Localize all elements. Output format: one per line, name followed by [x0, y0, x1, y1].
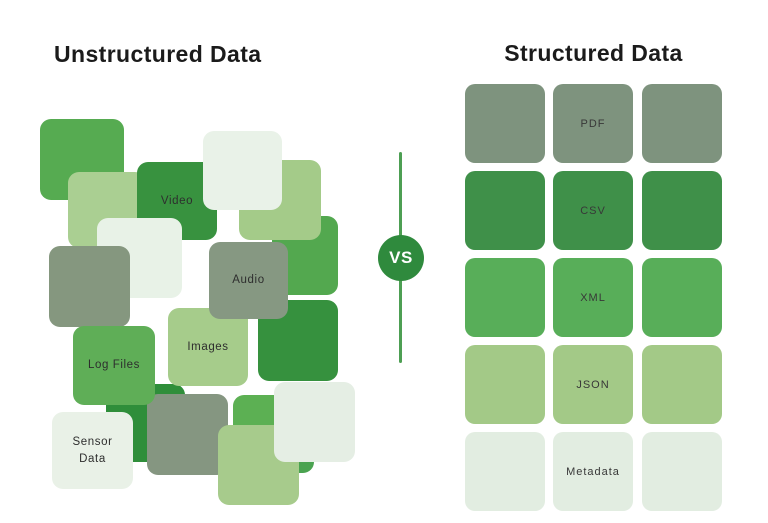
unstructured-square-audio: Audio	[209, 242, 288, 319]
structured-label-json: JSON	[576, 378, 610, 391]
structured-cell-pdf-right	[642, 84, 722, 163]
unstructured-square-sensor-data: Sensor Data	[52, 412, 133, 489]
structured-cell-xml-left	[465, 258, 545, 337]
structured-label-pdf: PDF	[580, 117, 606, 130]
unstructured-square-gray-left	[49, 246, 130, 327]
structured-cell-pdf-center: PDF	[553, 84, 633, 163]
vs-label: VS	[389, 248, 413, 267]
unstructured-square-palegreen-top	[203, 131, 282, 210]
structured-cell-metadata-right	[642, 432, 722, 511]
structured-cell-json-left	[465, 345, 545, 424]
structured-cell-xml-right	[642, 258, 722, 337]
unstructured-label-log-files: Log Files	[87, 359, 141, 372]
unstructured-square-images: Images	[168, 308, 248, 386]
structured-cell-json-right	[642, 345, 722, 424]
structured-cell-json-center: JSON	[553, 345, 633, 424]
structured-cell-csv-left	[465, 171, 545, 250]
unstructured-square-palegreen-bottom	[274, 382, 355, 462]
unstructured-label-sensor-data: Sensor Data	[72, 435, 113, 465]
unstructured-square-gray-lower	[147, 394, 228, 475]
structured-label-xml: XML	[580, 291, 606, 304]
structured-cell-csv-right	[642, 171, 722, 250]
structured-cell-xml-center: XML	[553, 258, 633, 337]
structured-cell-csv-center: CSV	[553, 171, 633, 250]
unstructured-label-images: Images	[187, 340, 229, 353]
unstructured-square-log-files: Log Files	[73, 326, 155, 405]
unstructured-label-audio: Audio	[232, 274, 265, 287]
structured-cell-pdf-left	[465, 84, 545, 163]
structured-label-metadata: Metadata	[566, 465, 620, 478]
structured-label-csv: CSV	[580, 204, 606, 217]
vs-badge: VS	[378, 235, 424, 281]
structured-cell-metadata-center: Metadata	[553, 432, 633, 511]
unstructured-data-title: Unstructured Data	[54, 41, 262, 67]
structured-data-title: Structured Data	[504, 40, 683, 66]
structured-cell-metadata-left	[465, 432, 545, 511]
unstructured-label-video: Video	[160, 194, 194, 207]
